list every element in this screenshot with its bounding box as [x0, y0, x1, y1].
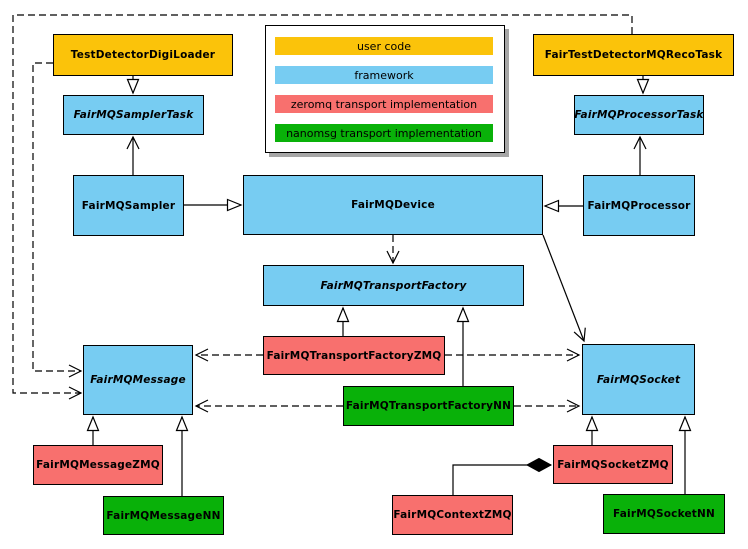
edge-digiloader-uses-message — [32, 62, 83, 378]
legend-item-user-code: user code — [275, 37, 493, 55]
node-device: FairMQDevice — [243, 175, 543, 235]
legend: user code framework zeromq transport imp… — [265, 25, 505, 153]
node-msgnn: FairMQMessageNN — [103, 496, 224, 535]
node-recotask: FairTestDetectorMQRecoTask — [533, 34, 734, 76]
node-samplertask: FairMQSamplerTask — [63, 95, 204, 135]
edge-recotask-uses-message — [12, 14, 633, 400]
node-sockzmq: FairMQSocketZMQ — [553, 445, 673, 484]
node-message: FairMQMessage — [83, 345, 193, 415]
node-socket: FairMQSocket — [582, 344, 695, 415]
node-processor: FairMQProcessor — [583, 175, 695, 236]
node-socknn: FairMQSocketNN — [603, 494, 725, 534]
node-processortask: FairMQProcessorTask — [574, 95, 704, 135]
edge-device-uses-socket — [542, 234, 586, 343]
edge-contextzmq-composes-sockzmq — [452, 465, 551, 495]
node-contextzmq: FairMQContextZMQ — [392, 495, 513, 535]
node-tfnn: FairMQTransportFactoryNN — [343, 386, 514, 426]
legend-item-framework: framework — [275, 66, 493, 84]
node-sampler: FairMQSampler — [73, 175, 184, 236]
node-transportfactory: FairMQTransportFactory — [263, 265, 524, 306]
node-tfzmq: FairMQTransportFactoryZMQ — [263, 336, 445, 375]
legend-item-zeromq: zeromq transport implementation — [275, 95, 493, 113]
legend-item-nanomsg: nanomsg transport implementation — [275, 124, 493, 142]
node-msgzmq: FairMQMessageZMQ — [33, 445, 163, 485]
node-digiloader: TestDetectorDigiLoader — [53, 34, 233, 76]
